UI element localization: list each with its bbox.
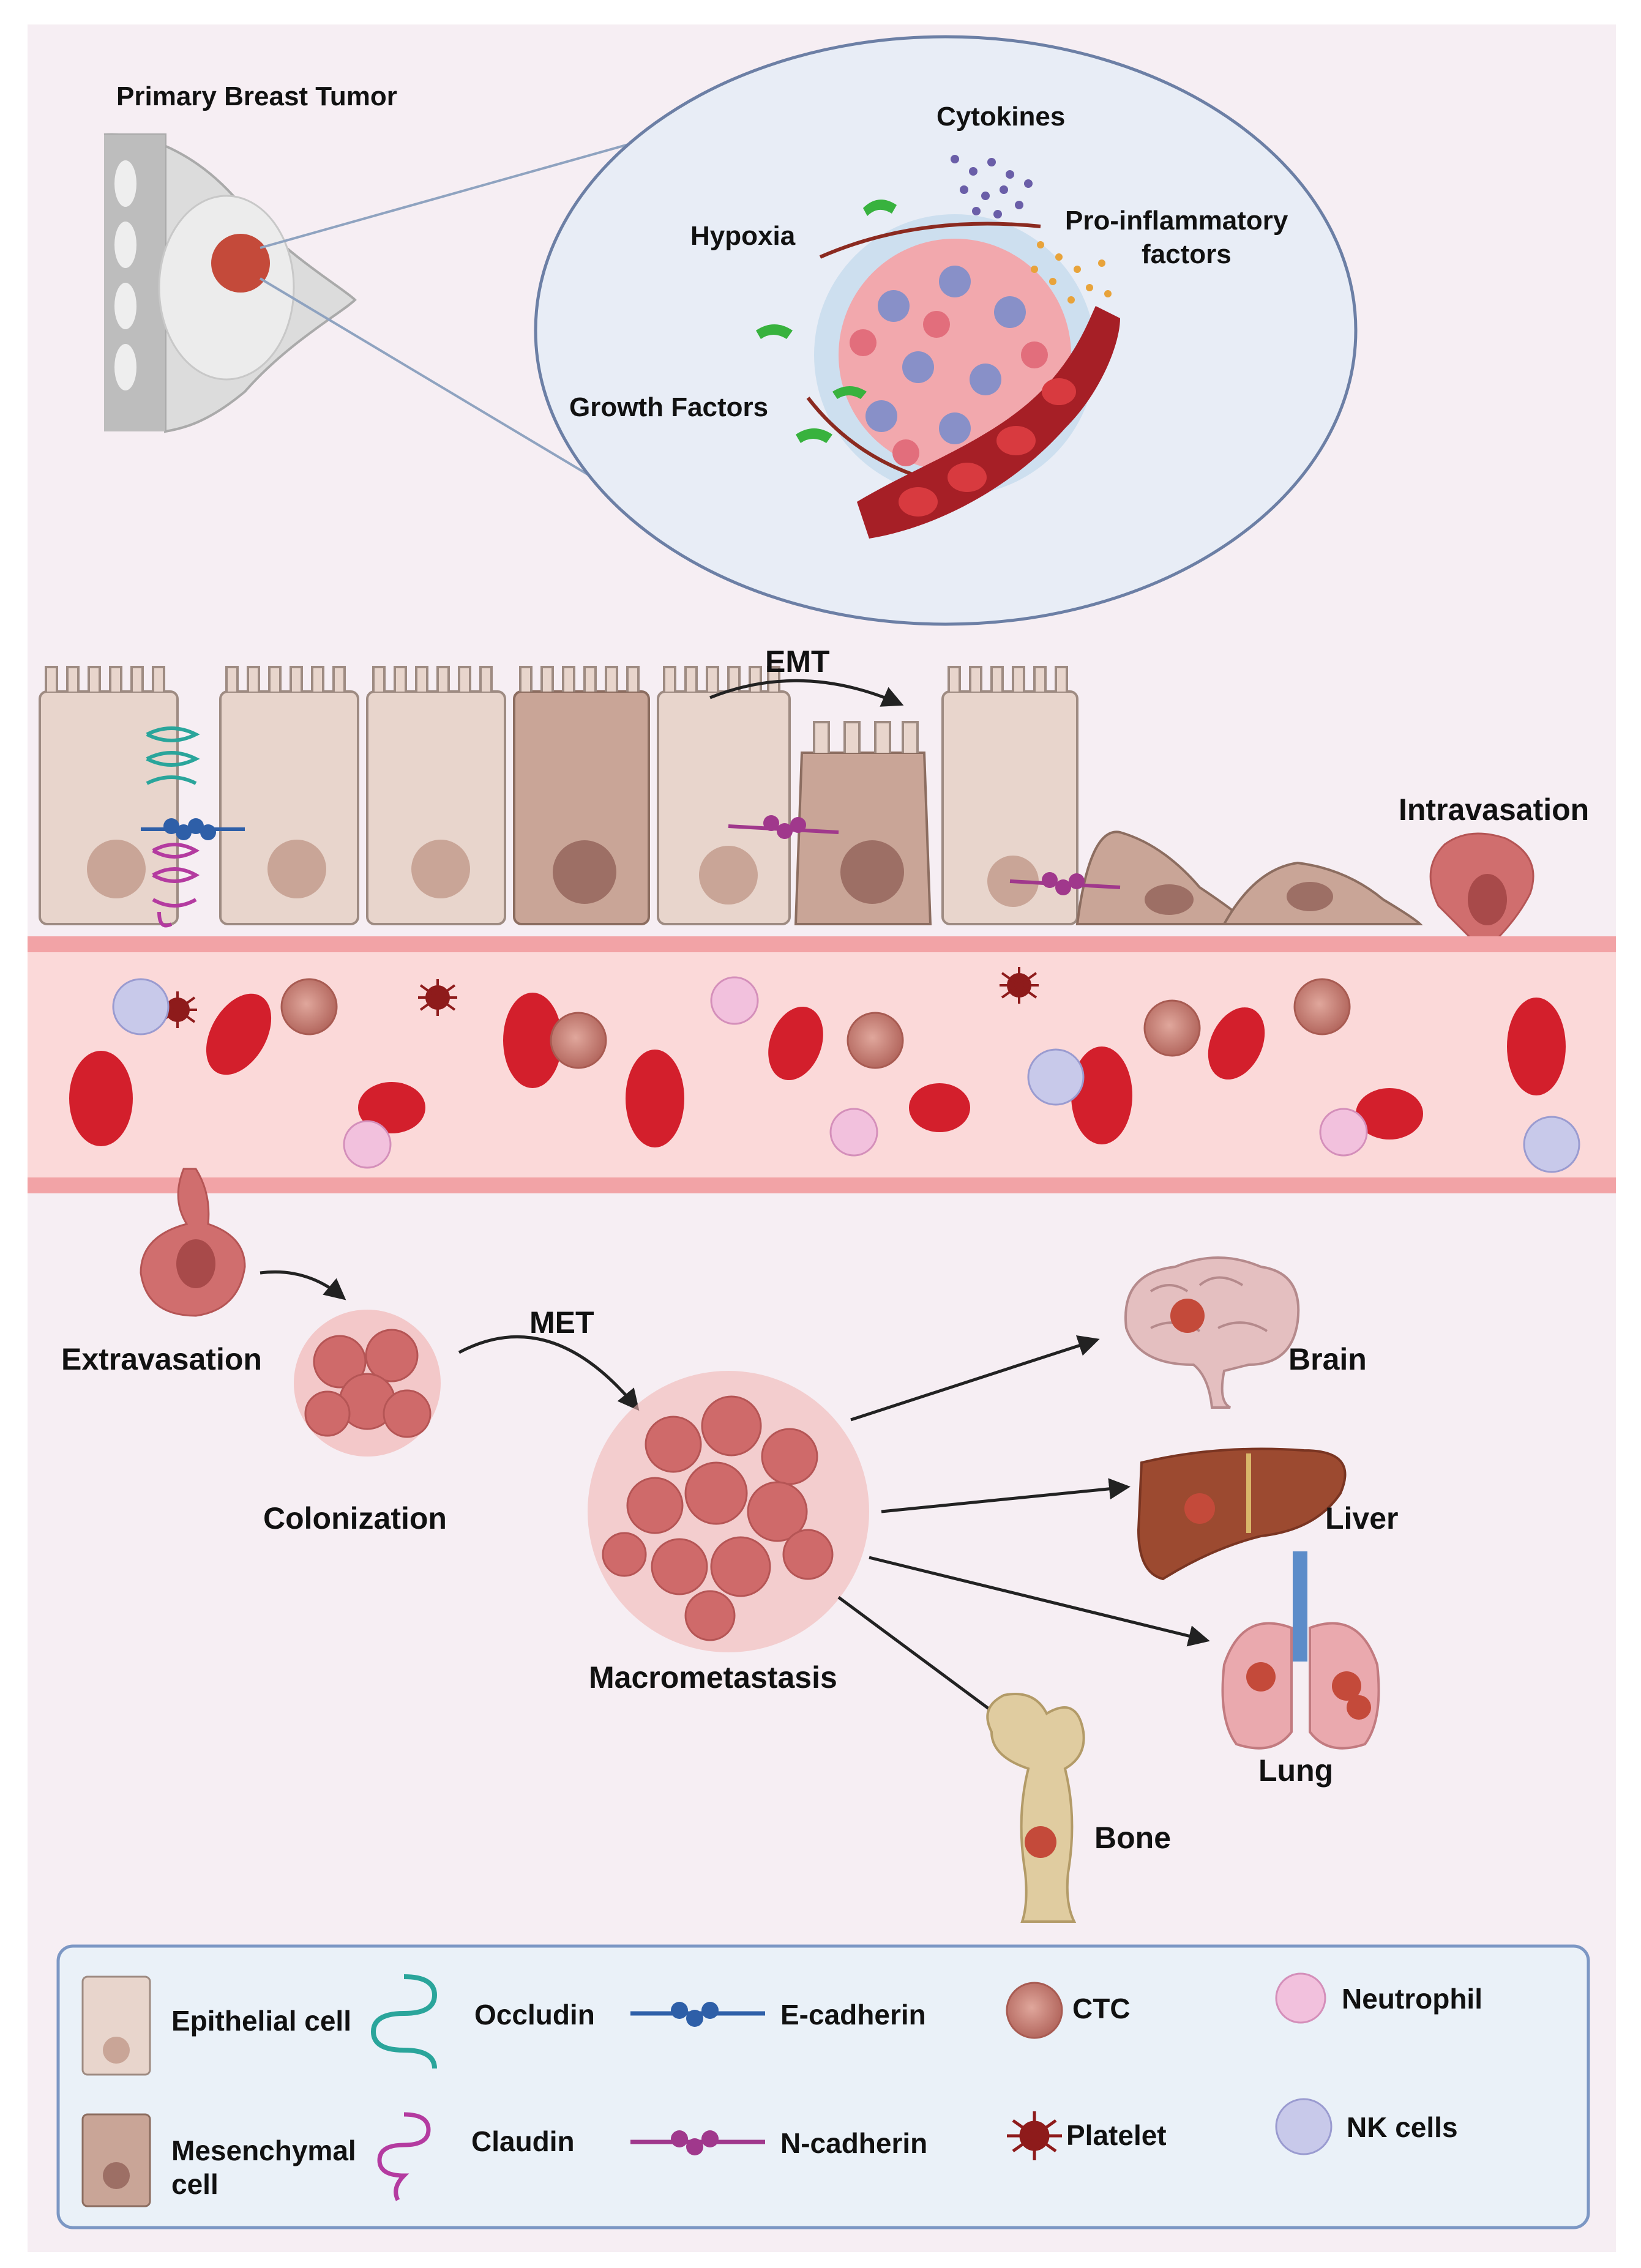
- colonization-label: Colonization: [263, 1501, 447, 1535]
- legend-n-cadherin-label: N-cadherin: [780, 2127, 927, 2159]
- legend-epithelial-icon: [81, 1975, 151, 2076]
- epithelium-layer: EMT Intravasation: [39, 644, 1589, 1001]
- legend-occludin-label: Occludin: [474, 1999, 595, 2031]
- emt-arrow: [709, 679, 904, 707]
- met-arrow: [458, 1335, 640, 1411]
- legend-e-cadherin-icon: [630, 2002, 765, 2027]
- legend-mesenchymal-label: Mesenchymal: [171, 2135, 356, 2166]
- primary-tumor-mass: [211, 234, 270, 293]
- extravasation-label: Extravasation: [61, 1342, 262, 1376]
- brain-label: Brain: [1288, 1342, 1367, 1376]
- factors-label: factors: [1142, 239, 1232, 269]
- red-blood-cells: [69, 993, 1566, 1147]
- met-label: MET: [529, 1305, 594, 1340]
- nk-cells: [112, 978, 1580, 1173]
- junction-claudin: [152, 843, 200, 928]
- hypoxia-label: Hypoxia: [690, 221, 796, 251]
- emt-label: EMT: [765, 644, 830, 679]
- bone-label: Bone: [1094, 1821, 1171, 1855]
- legend-mesenchymal-label-2: cell: [171, 2168, 219, 2200]
- legend-neutrophil-icon: [1275, 1972, 1326, 2024]
- cell-nuclei: [87, 840, 1333, 915]
- legend-platelet-icon: [1007, 2111, 1062, 2160]
- legend-occludin-icon: [370, 1974, 438, 2069]
- legend-platelet-label: Platelet: [1066, 2119, 1167, 2151]
- legend-claudin-label: Claudin: [471, 2125, 575, 2157]
- growth-factor-shapes: [756, 200, 897, 443]
- junction-occludin: [146, 726, 200, 785]
- extravasation-arrow: [260, 1270, 346, 1300]
- legend-e-cadherin-label: E-cadherin: [780, 1999, 926, 2031]
- liver-organ: Liver: [1137, 1447, 1399, 1581]
- macrometastasis-cluster: Macrometastasis: [588, 1371, 869, 1695]
- lung-label: Lung: [1258, 1753, 1333, 1788]
- legend-ctc-icon: [1006, 1982, 1063, 2039]
- legend-nk-cells-icon: [1275, 2098, 1333, 2155]
- colonization-cluster: Colonization: [263, 1310, 447, 1535]
- legend-n-cadherin-icon: [630, 2130, 765, 2155]
- junction-e-cadherin: [141, 818, 245, 840]
- legend-box: Epithelial cell Mesenchymal cell Occludi…: [56, 1944, 1590, 2229]
- tumor-blood-vessel: [857, 306, 1120, 539]
- liver-label: Liver: [1325, 1501, 1399, 1535]
- microvilli: [45, 666, 1068, 753]
- pro-inflammatory-dots: [1031, 241, 1112, 304]
- macrometastasis-label: Macrometastasis: [589, 1660, 837, 1695]
- primary-breast-tumor-title: Primary Breast Tumor: [116, 81, 397, 111]
- epithelial-cells: [39, 690, 1078, 925]
- circulation-vessel: [28, 936, 1616, 1193]
- legend-claudin-icon: [377, 2112, 431, 2201]
- lung-organ: Lung: [1221, 1551, 1380, 1788]
- legend-mesenchymal-icon: [81, 2113, 151, 2207]
- ctc-cells: [280, 978, 1351, 1069]
- junction-n-cadherin: [728, 815, 1121, 895]
- breast-icon: [103, 133, 357, 433]
- brain-organ: Brain: [1124, 1256, 1367, 1409]
- pro-inflammatory-label: Pro-inflammatory: [1065, 206, 1288, 236]
- bone-organ: Bone: [986, 1693, 1171, 1923]
- cytokines-dots: [951, 155, 1033, 218]
- intravasation-label: Intravasation: [1399, 793, 1589, 827]
- neutrophil-cells: [343, 976, 1368, 1169]
- cytokines-label: Cytokines: [936, 102, 1065, 132]
- legend-nk-cells-label: NK cells: [1347, 2111, 1458, 2143]
- legend-epithelial-label: Epithelial cell: [171, 2005, 351, 2037]
- legend-neutrophil-label: Neutrophil: [1342, 1983, 1482, 2015]
- growth-factors-label: Growth Factors: [569, 392, 768, 422]
- primary-tumor-panel: Primary Breast Tumor: [103, 35, 1358, 626]
- extravasation-stage: Extravasation: [61, 1168, 346, 1376]
- legend-ctc-label: CTC: [1072, 1993, 1131, 2024]
